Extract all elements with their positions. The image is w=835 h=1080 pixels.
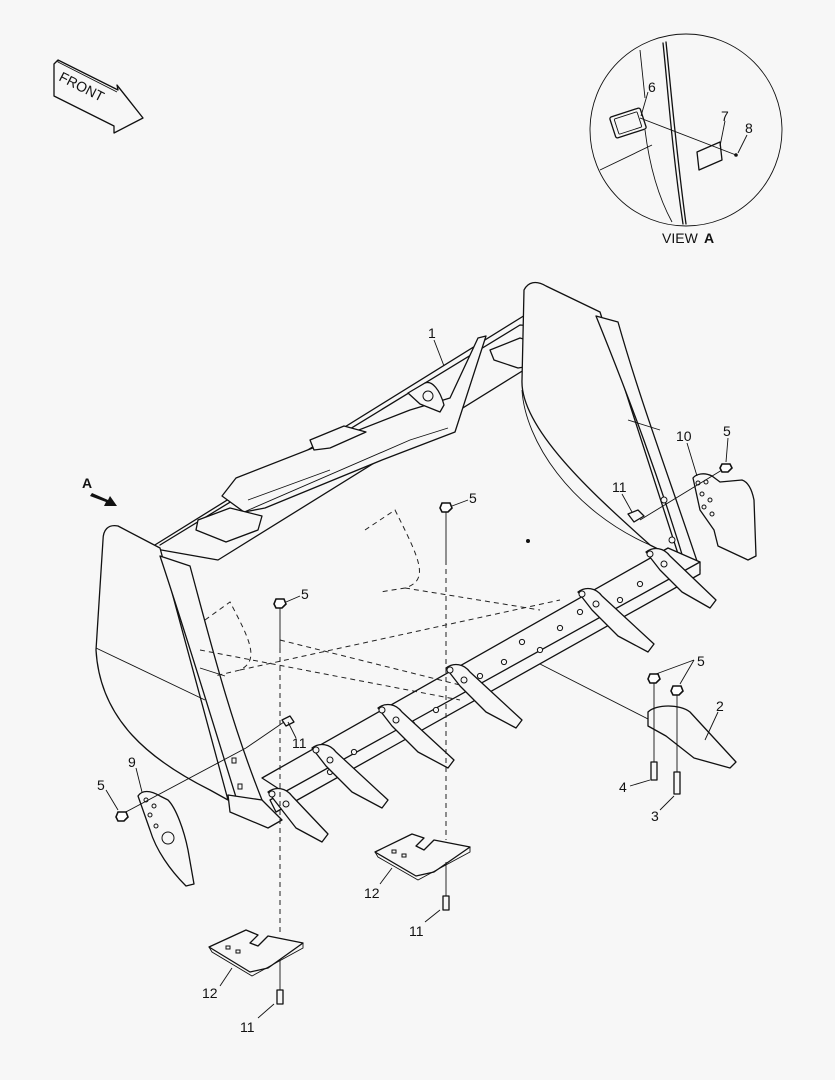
front-arrow-icon: FRONT	[53, 59, 144, 134]
bolt-icon	[442, 895, 450, 911]
tooth-adapter	[311, 743, 389, 809]
view-letter: A	[704, 230, 714, 246]
detail-view-a: 6 7 8 VIEW A	[589, 33, 783, 246]
nut-icon	[647, 673, 661, 684]
callout-2: 2	[716, 698, 724, 714]
tooth-adapter	[267, 787, 329, 843]
hidden-lines	[199, 509, 561, 701]
callout-9: 9	[128, 754, 136, 770]
callout-5: 5	[301, 586, 309, 602]
exploded-tooth-adapter: 5 2 4 3	[539, 653, 737, 824]
callout-12: 12	[202, 985, 218, 1001]
callout-1: 1	[428, 325, 436, 341]
side-cutter-right: 11 10 5	[612, 423, 757, 561]
view-marker-label: A	[82, 475, 92, 491]
callout-10: 10	[676, 428, 692, 444]
view-a-marker: A	[82, 475, 117, 506]
side-cutter-left: 9 5	[97, 747, 247, 887]
bolt-icon	[673, 771, 681, 795]
tooth-adapter	[645, 547, 717, 609]
callout-5: 5	[697, 653, 705, 669]
bucket-body	[95, 281, 701, 829]
view-direction-arrow-icon	[90, 493, 117, 506]
bolt-icon	[627, 509, 645, 523]
tooth-adapter	[577, 587, 655, 653]
shim-plate	[374, 833, 471, 877]
callout-6: 6	[648, 79, 656, 95]
shim-plate	[208, 929, 304, 973]
center-shim-assembly: 5 12 11	[364, 490, 477, 939]
left-shim-assembly: 5 11 12 11	[202, 586, 309, 1035]
callout-11: 11	[240, 1019, 255, 1035]
callout-7: 7	[721, 108, 729, 124]
callout-11: 11	[292, 735, 307, 751]
callout-8: 8	[745, 120, 753, 136]
nut-icon	[115, 811, 129, 822]
callout-5: 5	[723, 423, 731, 439]
tooth-adapters	[267, 547, 717, 843]
callout-1-group: 1	[428, 325, 445, 367]
view-label: VIEW	[662, 230, 699, 246]
callout-5: 5	[97, 777, 105, 793]
callout-11: 11	[409, 923, 424, 939]
callout-3: 3	[651, 808, 659, 824]
nut-icon	[670, 685, 684, 696]
nut-icon	[719, 463, 733, 473]
bolt-icon	[276, 989, 284, 1005]
tooth-adapter	[445, 663, 523, 729]
bolt-icon	[650, 761, 658, 781]
callout-11: 11	[612, 479, 627, 495]
bolt-icon	[281, 715, 295, 727]
nut-icon	[439, 502, 453, 513]
nut-icon	[273, 598, 287, 609]
callout-4: 4	[619, 779, 627, 795]
tooth-adapter	[377, 703, 455, 769]
callout-5: 5	[469, 490, 477, 506]
callout-12: 12	[364, 885, 380, 901]
